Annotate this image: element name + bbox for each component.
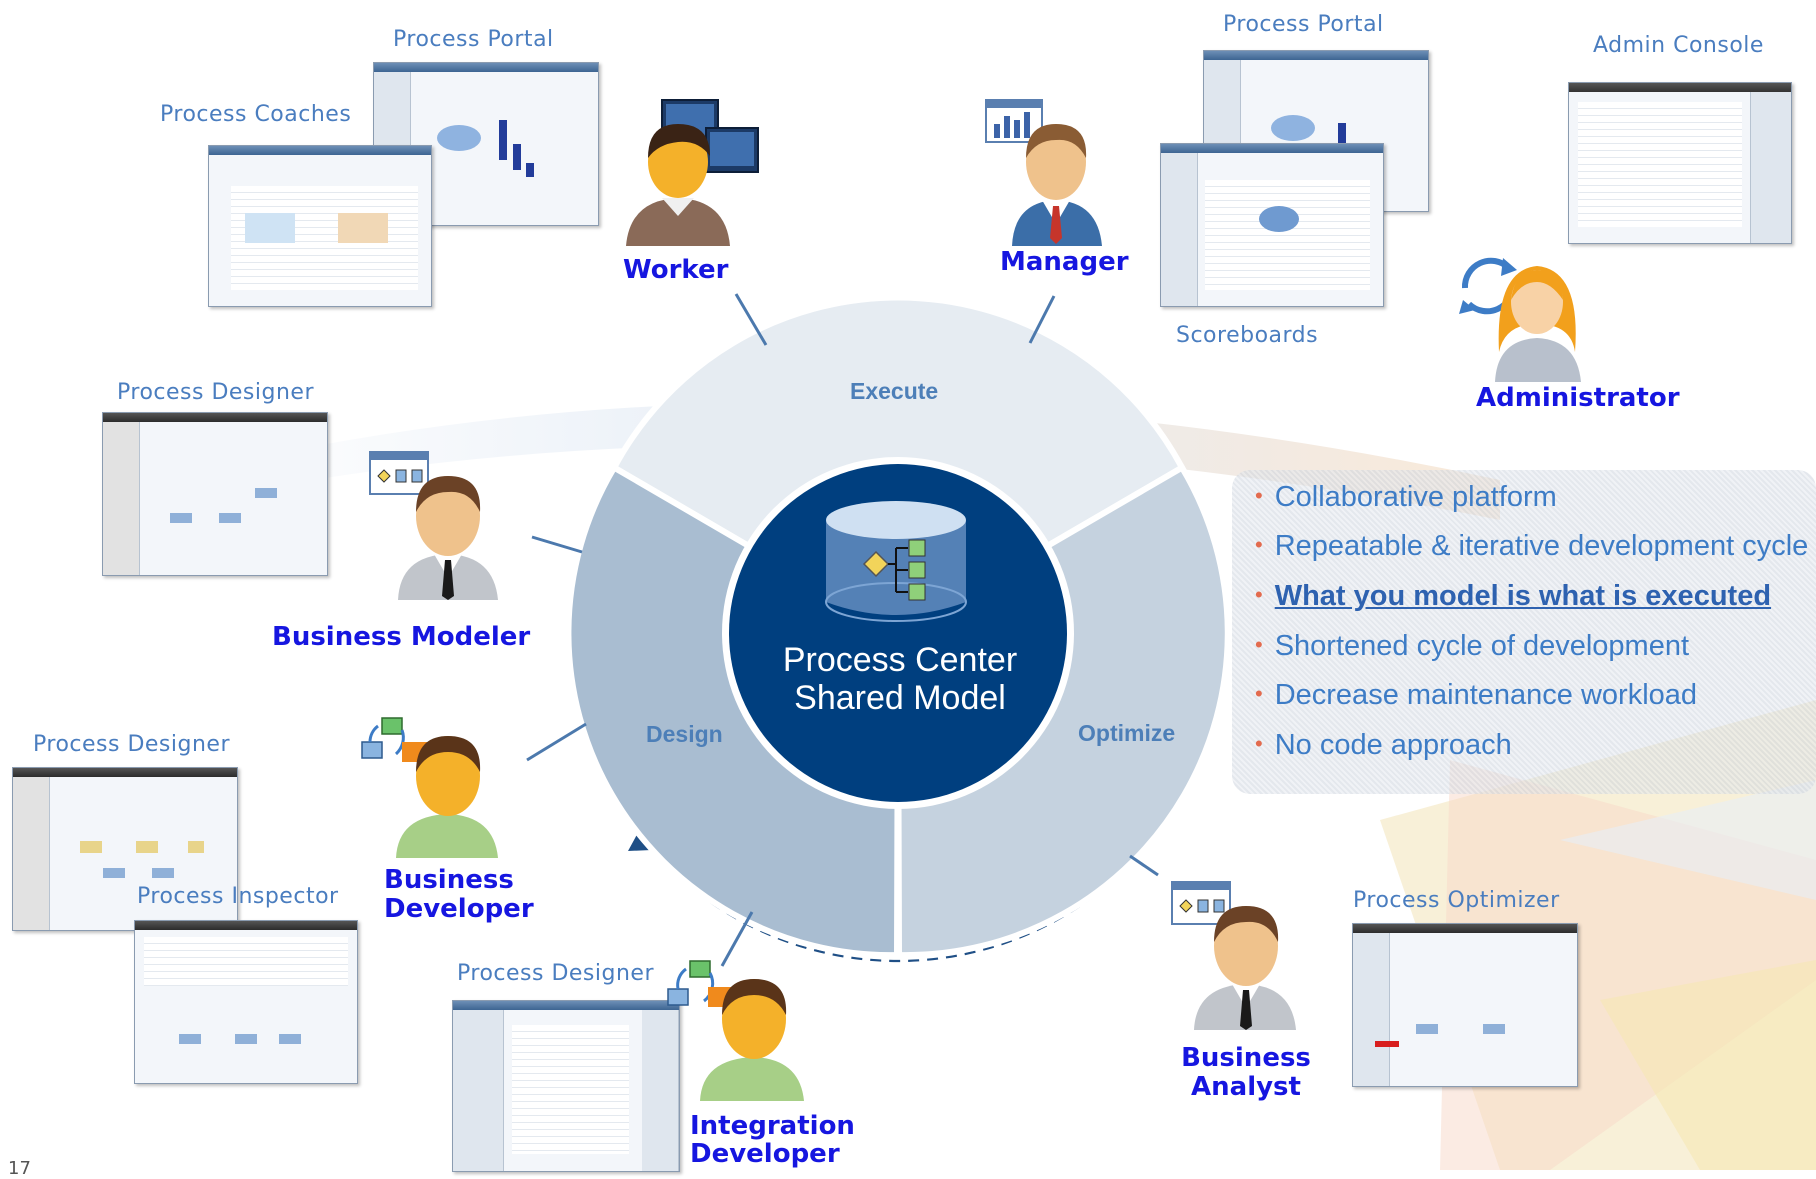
tool-label-scoreboards: Scoreboards	[1176, 323, 1319, 348]
bullet-marker: •	[1255, 582, 1263, 607]
role-integration-developer-line1: Integration	[690, 1111, 855, 1141]
worker-person-icon	[626, 99, 759, 246]
tool-label-process-coaches: Process Coaches	[160, 102, 352, 127]
role-business-analyst-line2: Analyst	[1191, 1072, 1301, 1102]
benefits-panel	[1232, 470, 1816, 794]
segment-label-execute: Execute	[850, 378, 939, 404]
role-business-modeler: Business Modeler	[272, 622, 531, 652]
tool-label-process-designer-developer: Process Designer	[33, 732, 230, 757]
role-administrator: Administrator	[1476, 383, 1680, 413]
role-business-analyst-line1: Business	[1181, 1043, 1311, 1073]
monitor-icon	[661, 99, 759, 173]
tool-label-process-portal-manager: Process Portal	[1223, 12, 1384, 37]
connector-integration-developer	[720, 911, 754, 967]
scoreboards-thumbnail	[1160, 143, 1384, 307]
bullet-marker: •	[1255, 681, 1263, 706]
role-manager: Manager	[1000, 247, 1129, 277]
cycle-arrows-icon	[361, 717, 405, 759]
process-designer-modeler-thumbnail	[102, 412, 328, 576]
connector-worker	[734, 293, 768, 346]
benefit-item: •Decrease maintenance workload	[1255, 679, 1698, 711]
administrator-person-icon	[1459, 257, 1581, 382]
tool-label-process-designer-integration: Process Designer	[457, 961, 654, 986]
database-icon	[825, 501, 967, 622]
page-number: 17	[8, 1158, 31, 1179]
flow-icon	[1171, 881, 1231, 925]
center-circle	[729, 464, 1067, 802]
role-business-developer-line1: Business	[384, 865, 514, 895]
segment-label-design: Design	[646, 721, 723, 747]
tool-label-process-portal: Process Portal	[393, 27, 554, 52]
role-business-developer-line2: Developer	[384, 894, 534, 924]
connector-business-developer	[526, 722, 587, 762]
business-developer-person-icon	[361, 717, 498, 858]
bullet-marker: •	[1255, 532, 1263, 557]
role-worker: Worker	[623, 255, 729, 285]
role-integration-developer-line2: Developer	[690, 1139, 840, 1169]
center-title-line1: Process Center	[782, 641, 1018, 679]
center-title-line2: Shared Model	[794, 679, 1006, 717]
process-optimizer-thumbnail	[1352, 923, 1578, 1087]
tool-label-process-designer-modeler: Process Designer	[117, 380, 314, 405]
benefit-item: •Repeatable & iterative development cycl…	[1255, 530, 1809, 562]
benefit-item: •No code approach	[1255, 729, 1512, 761]
bullet-marker: •	[1255, 632, 1263, 657]
benefit-item: •Collaborative platform	[1255, 481, 1557, 513]
segment-label-optimize: Optimize	[1078, 720, 1176, 746]
process-inspector-thumbnail	[134, 920, 358, 1084]
admin-console-thumbnail	[1568, 82, 1792, 244]
business-modeler-person-icon	[369, 451, 498, 600]
manager-person-icon	[985, 99, 1102, 246]
connector-business-modeler	[531, 535, 583, 554]
bullet-marker: •	[1255, 731, 1263, 756]
tool-label-admin-console: Admin Console	[1593, 33, 1764, 58]
process-designer-developer-thumbnail	[12, 767, 238, 931]
tool-label-process-inspector: Process Inspector	[137, 884, 339, 909]
flow-icon	[369, 451, 429, 495]
connector-business-analyst	[1129, 854, 1159, 877]
chart-icon	[985, 99, 1043, 143]
business-analyst-person-icon	[1171, 881, 1296, 1030]
benefit-item-highlight: •What you model is what is executed	[1255, 580, 1772, 612]
integration-developer-person-icon	[667, 960, 804, 1101]
bullet-marker: •	[1255, 483, 1263, 508]
cycle-arrows-icon	[667, 960, 715, 1006]
benefit-item: •Shortened cycle of development	[1255, 630, 1690, 662]
connector-manager	[1028, 295, 1056, 344]
process-coaches-thumbnail	[208, 145, 432, 307]
process-designer-integration-thumbnail	[452, 1000, 680, 1172]
tool-label-process-optimizer: Process Optimizer	[1353, 888, 1560, 913]
